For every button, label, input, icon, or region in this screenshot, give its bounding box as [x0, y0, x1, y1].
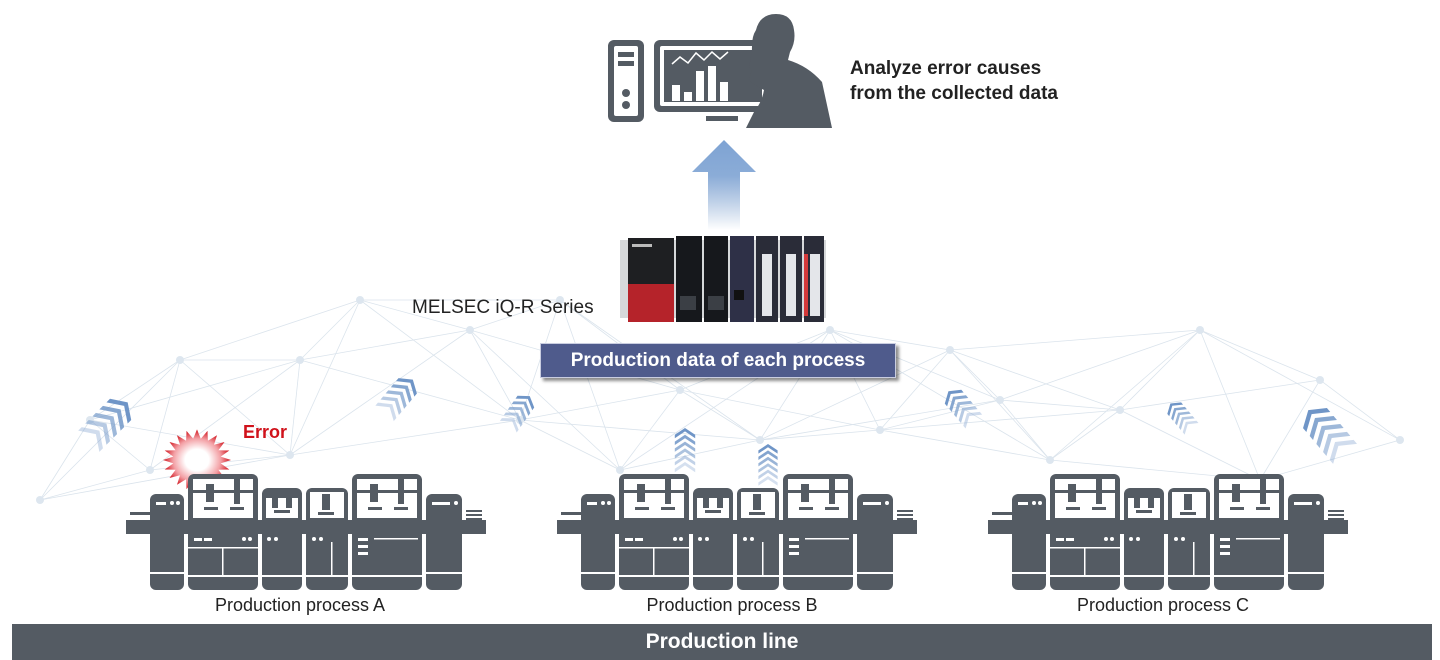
network-link	[619, 439, 761, 471]
network-node	[86, 416, 94, 424]
network-node	[286, 451, 294, 459]
network-node	[876, 426, 884, 434]
network-link	[289, 299, 361, 456]
network-node	[616, 466, 624, 474]
monitor-chart-icon	[654, 40, 772, 121]
network-node	[146, 466, 154, 474]
network-link	[1049, 409, 1121, 461]
network-link	[949, 349, 1121, 411]
network-link	[1119, 379, 1321, 411]
network-link	[679, 389, 761, 441]
network-link	[559, 299, 621, 471]
network-link	[829, 329, 951, 351]
pc-tower-icon	[608, 40, 644, 122]
network-link	[1259, 379, 1321, 481]
plc-rack-icon	[620, 236, 826, 322]
network-link	[759, 349, 951, 441]
network-link	[759, 429, 881, 441]
network-link	[299, 359, 521, 421]
network-link	[359, 299, 521, 421]
network-link	[39, 454, 291, 501]
process-b-label: Production process B	[646, 595, 818, 615]
network-link	[519, 419, 761, 441]
network-link	[879, 409, 1121, 431]
network-link	[999, 329, 1201, 401]
network-link	[1259, 439, 1401, 481]
analyst-computer-icon	[608, 14, 832, 128]
network-link	[1119, 409, 1261, 481]
network-link	[469, 329, 621, 471]
network-node	[946, 346, 954, 354]
network-link	[999, 399, 1051, 461]
network-link	[1199, 329, 1261, 481]
network-node	[1316, 376, 1324, 384]
network-link	[1199, 329, 1321, 381]
network-link	[879, 349, 951, 431]
network-node	[176, 356, 184, 364]
network-link	[39, 419, 91, 501]
network-node	[756, 436, 764, 444]
network-node	[1396, 436, 1404, 444]
network-link	[619, 389, 681, 471]
network-link	[829, 329, 1001, 401]
machine-process-c-icon	[988, 472, 1348, 597]
network-node	[356, 296, 364, 304]
network-link	[299, 299, 361, 361]
network-link	[39, 469, 151, 501]
network-link	[1199, 329, 1401, 441]
network-link	[289, 329, 471, 456]
network-node	[1196, 326, 1204, 334]
network-link	[879, 429, 1051, 461]
network-link	[999, 399, 1121, 411]
network-link	[89, 419, 151, 471]
network-link	[469, 329, 521, 421]
analysis-caption-line1: Analyze error causes	[850, 58, 1042, 79]
network-node	[676, 386, 684, 394]
network-link	[359, 299, 471, 331]
analysis-caption-line2: from the collected data	[850, 83, 1058, 104]
production-line-bar: Production line	[12, 624, 1432, 660]
network-link	[469, 299, 561, 331]
network-node	[296, 356, 304, 364]
upload-arrow-icon	[692, 140, 756, 230]
network-link	[1319, 379, 1401, 441]
network-link	[519, 389, 681, 421]
network-node	[516, 416, 524, 424]
network-node	[1046, 456, 1054, 464]
machine-process-b-icon	[557, 472, 917, 597]
network-link	[1119, 329, 1201, 411]
network-link	[949, 329, 1201, 351]
network-link	[149, 359, 181, 471]
network-link	[949, 349, 1001, 401]
network-node	[1116, 406, 1124, 414]
network-node	[996, 396, 1004, 404]
network-link	[519, 419, 621, 471]
machine-process-a-icon	[126, 472, 486, 597]
network-link	[289, 359, 301, 456]
process-a-label: Production process A	[214, 595, 386, 615]
network-link	[679, 389, 881, 431]
network-node	[36, 496, 44, 504]
network-link	[949, 349, 1051, 461]
network-link	[879, 399, 1001, 431]
analysis-caption: Analyze error causes from the collected …	[850, 56, 1058, 106]
analyst-person-icon	[746, 14, 832, 128]
network-node	[556, 296, 564, 304]
network-link	[1049, 329, 1201, 461]
production-data-box: Production data of each process	[540, 343, 896, 378]
network-link	[89, 359, 301, 421]
network-node	[466, 326, 474, 334]
process-c-label: Production process C	[1076, 595, 1250, 615]
network-node	[826, 326, 834, 334]
network-link	[289, 419, 521, 456]
network-link	[179, 299, 361, 361]
controller-label: MELSEC iQ-R Series	[412, 297, 594, 318]
network-link	[299, 329, 471, 361]
error-label: Error	[243, 422, 288, 442]
